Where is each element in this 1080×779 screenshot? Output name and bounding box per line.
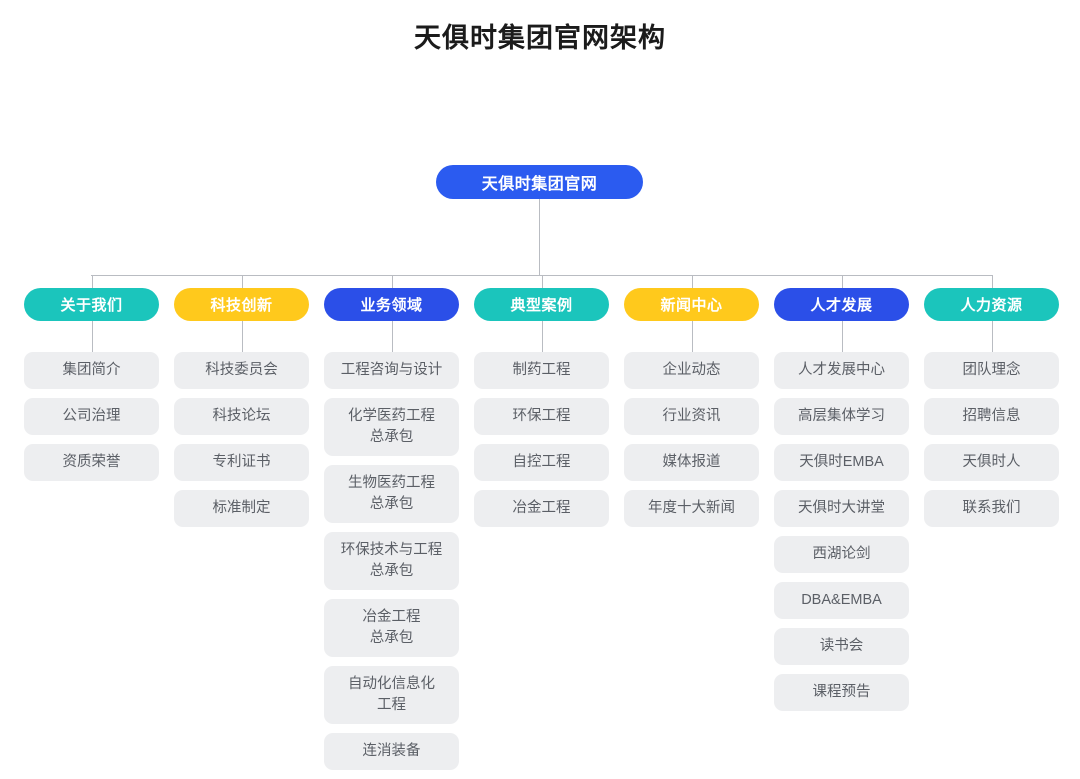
category-columns: 关于我们集团简介公司治理资质荣誉科技创新科技委员会科技论坛专利证书标准制定业务领… [0,288,1080,779]
category-item[interactable]: 科技论坛 [174,398,309,435]
category-item[interactable]: 环保技术与工程 总承包 [324,532,459,590]
connector-stem [391,321,393,352]
category-item[interactable]: 公司治理 [24,398,159,435]
category-item[interactable]: 连消装备 [324,733,459,770]
connector-drop [91,275,93,288]
category-item[interactable]: 天俱时EMBA [774,444,909,481]
connector-drop [691,275,693,288]
category-header[interactable]: 科技创新 [174,288,309,321]
category-item[interactable]: 标准制定 [174,490,309,527]
category-item[interactable]: 资质荣誉 [24,444,159,481]
category-column: 关于我们集团简介公司治理资质荣誉 [24,288,159,779]
connector-drop [241,275,243,288]
connector-drop [991,275,993,288]
category-item[interactable]: 化学医药工程 总承包 [324,398,459,456]
category-column: 科技创新科技委员会科技论坛专利证书标准制定 [174,288,309,779]
category-column: 典型案例制药工程环保工程自控工程冶金工程 [474,288,609,779]
category-item[interactable]: 天俱时人 [924,444,1059,481]
connector-stem [841,321,843,352]
category-item[interactable]: 集团简介 [24,352,159,389]
category-column: 人力资源团队理念招聘信息天俱时人联系我们 [924,288,1059,779]
category-item[interactable]: 环保工程 [474,398,609,435]
category-item[interactable]: 团队理念 [924,352,1059,389]
category-header[interactable]: 典型案例 [474,288,609,321]
category-item[interactable]: 制药工程 [474,352,609,389]
category-item[interactable]: 媒体报道 [624,444,759,481]
category-item[interactable]: 高层集体学习 [774,398,909,435]
category-item[interactable]: 课程预告 [774,674,909,711]
page-title: 天俱时集团官网架构 [414,23,666,53]
connector-drop [541,275,543,288]
connector-drop [841,275,843,288]
org-chart: 天俱时集团官网 关于我们集团简介公司治理资质荣誉 科技创新科技委员会科技论坛专利证… [0,56,1080,770]
category-header[interactable]: 人才发展 [774,288,909,321]
category-item[interactable]: 科技委员会 [174,352,309,389]
connector-root-stem [539,199,540,275]
connector-drop [391,275,393,288]
category-item[interactable]: 人才发展中心 [774,352,909,389]
connector-stem [691,321,693,352]
connector-stem [991,321,993,352]
connector-stem [541,321,543,352]
category-item[interactable]: 自动化信息化 工程 [324,666,459,724]
category-item[interactable]: 企业动态 [624,352,759,389]
category-item[interactable]: 冶金工程 [474,490,609,527]
category-item[interactable]: DBA&EMBA [774,582,909,619]
category-header[interactable]: 新闻中心 [624,288,759,321]
category-item[interactable]: 西湖论剑 [774,536,909,573]
category-item[interactable]: 读书会 [774,628,909,665]
category-item[interactable]: 天俱时大讲堂 [774,490,909,527]
category-item[interactable]: 招聘信息 [924,398,1059,435]
category-item[interactable]: 工程咨询与设计 [324,352,459,389]
category-item[interactable]: 自控工程 [474,444,609,481]
category-column: 业务领域工程咨询与设计化学医药工程 总承包生物医药工程 总承包环保技术与工程 总… [324,288,459,779]
category-header[interactable]: 业务领域 [324,288,459,321]
category-header[interactable]: 关于我们 [24,288,159,321]
connector-stem [91,321,93,352]
root-node[interactable]: 天俱时集团官网 [436,165,643,199]
category-item[interactable]: 专利证书 [174,444,309,481]
category-header[interactable]: 人力资源 [924,288,1059,321]
connector-stem [241,321,243,352]
category-item[interactable]: 冶金工程 总承包 [324,599,459,657]
category-item[interactable]: 年度十大新闻 [624,490,759,527]
category-column: 新闻中心企业动态行业资讯媒体报道年度十大新闻 [624,288,759,779]
category-item[interactable]: 生物医药工程 总承包 [324,465,459,523]
category-item[interactable]: 联系我们 [924,490,1059,527]
category-column: 人才发展人才发展中心高层集体学习天俱时EMBA 天俱时大讲堂西湖论剑 DBA&EMB… [774,288,909,779]
category-item[interactable]: 行业资讯 [624,398,759,435]
